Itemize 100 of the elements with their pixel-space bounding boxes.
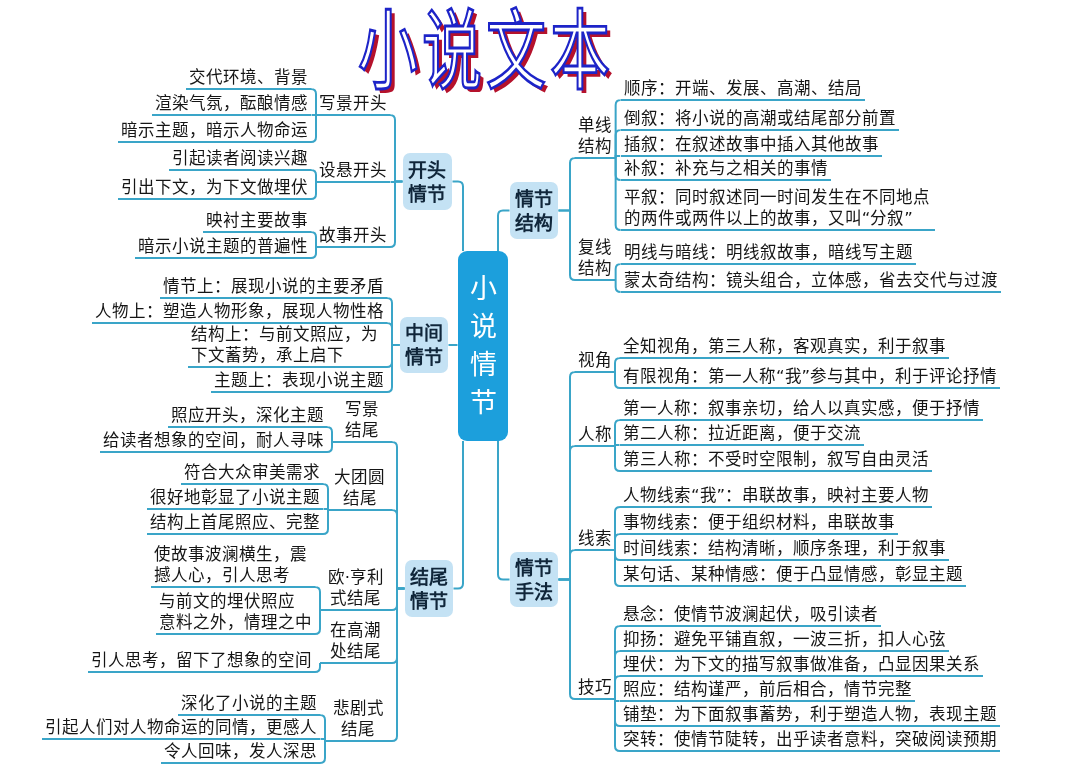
leaf-label: 引起读者阅读兴趣: [169, 148, 311, 171]
title: 小说文本: [358, 8, 614, 95]
leaf-label: 人物上：塑造人物形象，展现人物性格: [92, 301, 387, 324]
leaf-label: 引起人们对人物命运的同情，更感人: [42, 717, 320, 740]
leaf-label: 令人回味，发人深思: [161, 741, 320, 764]
leaf-label: 事物线索：便于组织材料，串联故事: [620, 512, 898, 535]
leaf-label: 符合大众审美需求: [181, 462, 323, 485]
leaf-label: 引人思考，留下了想象的空间: [88, 650, 315, 673]
leaf-label: 使故事波澜横生，震撼人心，引人思考: [150, 544, 315, 588]
leaf-label: 渲染气氛，酝酿情感: [152, 93, 311, 116]
topic-box: 情节手法: [510, 552, 558, 607]
connector-line: [614, 263, 622, 281]
connector-line: [614, 533, 621, 551]
connector-line: [614, 549, 621, 587]
connector-line: [322, 483, 329, 511]
connector-line: [614, 279, 622, 293]
branch-label: 悲剧式结尾: [325, 698, 392, 742]
connector-line: [447, 344, 459, 346]
connector-line: [452, 440, 464, 590]
leaf-label: 第一人称：叙事亲切，给人以真实感，便于抒情: [620, 398, 983, 421]
connector-line: [310, 181, 317, 200]
connector-line: [319, 740, 326, 764]
branch-label: 故事开头: [316, 225, 390, 248]
branch-label: 欧·亨利式结尾: [320, 567, 392, 611]
branch-label: 技巧: [575, 677, 615, 700]
connector-line: [451, 180, 464, 252]
connector-line: [310, 231, 317, 248]
connector-line: [314, 586, 321, 611]
leaf-label: 平叙：同时叙述同一时间发生在不同地点的两件或两件以上的故事，又叫“分叙”: [620, 187, 936, 231]
topic-box: 结尾情节: [405, 560, 453, 617]
branch-label: 人称: [575, 424, 615, 447]
leaf-label: 与前文的埋伏照应 意料之外，情理之中: [156, 591, 315, 635]
leaf-label: 结构上首尾照应、完整: [147, 512, 323, 535]
leaf-label: 埋伏：为下文的描写叙事做准备，凸显因果关系: [620, 654, 983, 677]
leaf-label: 全知视角，第三人称，客观真实，利于叙事: [620, 336, 949, 359]
connector-line: [497, 209, 511, 252]
branch-label: 设悬开头: [316, 160, 390, 183]
topic-box: 中间情节: [400, 317, 448, 373]
branch-label: 在高潮处结尾: [320, 620, 392, 664]
connector-line: [614, 419, 621, 447]
connector-line: [314, 662, 321, 673]
connector-line: [614, 445, 621, 472]
connector-line: [310, 114, 317, 116]
connector-line: [386, 344, 401, 393]
connector-line: [326, 426, 333, 443]
leaf-label: 结构上：与前文照应，为下文蓄势，承上启下: [187, 324, 387, 368]
leaf-label: 引出下文，为下文做埋伏: [118, 177, 311, 200]
leaf-label: 突转：使情节陡转，出乎读者意料，突破阅读预期: [620, 729, 1000, 752]
leaf-label: 第二人称：拉近距离，便于交流: [620, 423, 864, 446]
leaf-label: 交代环境、背景: [186, 67, 311, 90]
leaf-label: 深化了小说的主题: [178, 693, 320, 716]
connector-line: [614, 357, 621, 373]
leaf-label: 倒叙：将小说的高潮或结尾部分前置: [620, 108, 899, 131]
leaf-label: 某句话、某种情感：便于凸显情感，彰显主题: [620, 564, 966, 587]
connector-line: [557, 209, 576, 281]
connector-line: [614, 444, 621, 447]
topic-box: 开头情节: [403, 153, 452, 210]
branch-label: 单线结构: [575, 115, 616, 159]
connector-line: [322, 508, 329, 511]
connector-line: [322, 509, 329, 535]
connector-line: [310, 246, 317, 259]
leaf-label: 照应开头，深化主题: [168, 405, 327, 428]
leaf-label: 补叙：补充与之相关的事情: [620, 158, 831, 181]
leaf-label: 明线与暗线：明线叙故事，暗线写主题: [620, 242, 916, 265]
connector-line: [310, 114, 317, 143]
connector-line: [614, 698, 621, 752]
connector-line: [614, 157, 622, 231]
leaf-label: 蒙太奇结构：镜头组合，立体感，省去交代与过渡: [620, 270, 1001, 293]
connector-line: [310, 169, 317, 183]
leaf-label: 第三人称：不受时空限制，叙写自由灵活: [620, 449, 932, 472]
connector-line: [614, 675, 621, 700]
connector-line: [310, 88, 317, 116]
branch-label: 写景开头: [316, 93, 390, 116]
leaf-label: 照应：结构谨严，前后相合，情节完整: [620, 679, 915, 702]
topic-box: 情节结构: [510, 182, 558, 239]
leaf-label: 主题上：表现小说主题: [211, 370, 387, 393]
leaf-label: 暗示主题，暗示人物命运: [118, 120, 311, 143]
branch-label: 写景结尾: [332, 399, 392, 443]
leaf-label: 暗示小说主题的普遍性: [135, 236, 311, 259]
central-topic-box: 小说情节: [458, 251, 508, 441]
connector-line: [614, 698, 621, 702]
leaf-label: 插叙：在叙述故事中插入其他故事: [620, 134, 882, 157]
leaf-label: 给读者想象的空间，耐人寻味: [100, 430, 327, 453]
connector-line: [497, 440, 511, 581]
branch-label: 线索: [575, 528, 615, 551]
leaf-label: 铺垫：为下面叙事蓄势，利于塑造人物，表现主题: [620, 704, 1000, 727]
leaf-label: 有限视角：第一人称“我”参与其中，利于评论抒情: [620, 366, 1001, 389]
branch-label: 视角: [575, 350, 615, 373]
leaf-label: 情节上：展现小说的主要矛盾: [160, 276, 387, 299]
connector-line: [614, 155, 622, 159]
leaf-label: 悬念：使情节波澜起伏，吸引读者: [620, 604, 881, 627]
connector-line: [389, 180, 404, 248]
connector-line: [614, 371, 621, 389]
leaf-label: 人物线索“我”：串联故事，映衬主要人物: [620, 485, 933, 508]
connector-line: [314, 609, 321, 635]
connector-line: [326, 441, 333, 453]
branch-label: 复线结构: [575, 237, 616, 281]
leaf-label: 顺序：开端、发展、高潮、结局: [620, 78, 865, 101]
connector-line: [391, 587, 406, 742]
connector-line: [557, 578, 576, 700]
